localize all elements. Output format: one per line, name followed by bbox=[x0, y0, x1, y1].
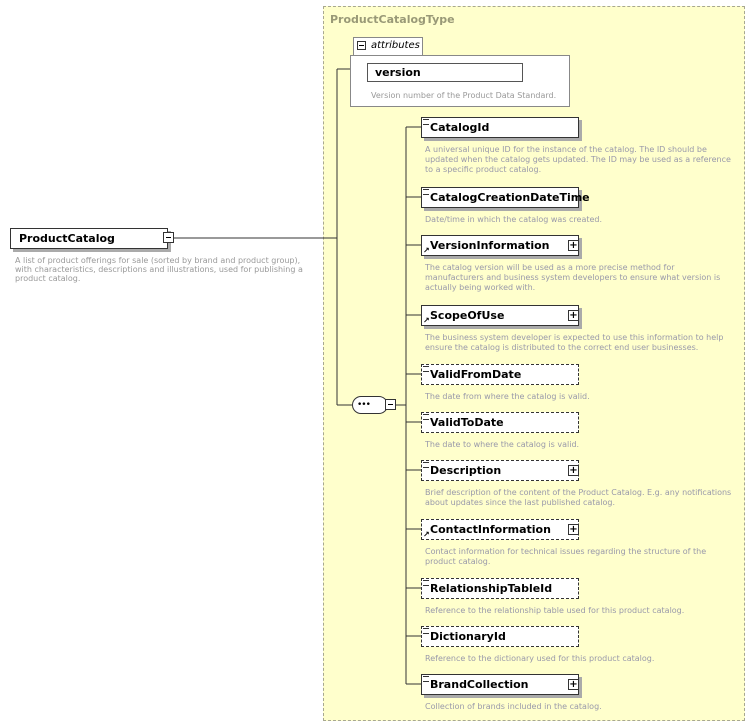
root-element-product-catalog[interactable]: ProductCatalog bbox=[10, 228, 168, 249]
sequence-icon: ••• bbox=[357, 400, 371, 410]
element-name: VersionInformation bbox=[430, 239, 550, 252]
element-description: A universal unique ID for the instance o… bbox=[425, 145, 731, 174]
documentation-icon bbox=[423, 366, 429, 372]
element-catalog-id[interactable]: CatalogId bbox=[421, 117, 579, 138]
element-description: The date to where the catalog is valid. bbox=[425, 440, 580, 449]
collapse-root-icon[interactable] bbox=[163, 232, 174, 243]
collapse-sequence-icon[interactable] bbox=[385, 399, 396, 410]
documentation-icon bbox=[423, 580, 429, 586]
element-description: Reference to the relationship table used… bbox=[425, 606, 685, 615]
reference-arrow-icon: ↗ bbox=[423, 246, 430, 255]
element-description: The catalog version will be used as a mo… bbox=[425, 263, 721, 292]
element-name: ScopeOfUse bbox=[430, 309, 505, 322]
element-contact-information[interactable]: ContactInformation↗ + bbox=[421, 519, 579, 540]
documentation-icon bbox=[423, 414, 429, 420]
attributes-tab bbox=[353, 37, 423, 55]
expand-icon[interactable]: + bbox=[568, 240, 579, 251]
element-description: Reference to the dictionary used for thi… bbox=[425, 654, 655, 663]
expand-icon[interactable]: + bbox=[568, 524, 579, 535]
reference-arrow-icon: ↗ bbox=[423, 530, 430, 539]
element-name: ValidToDate bbox=[430, 416, 504, 429]
complex-type-title: ProductCatalogType bbox=[330, 13, 455, 26]
reference-arrow-icon: ↗ bbox=[423, 316, 430, 325]
element-brand-collection[interactable]: BrandCollection + bbox=[421, 674, 579, 695]
element-name: DictionaryId bbox=[430, 630, 506, 643]
element-catalog-creation-date-time[interactable]: CatalogCreationDateTime bbox=[421, 187, 590, 208]
collapse-attributes-icon[interactable] bbox=[357, 41, 366, 50]
element-dictionary-id[interactable]: DictionaryId bbox=[421, 626, 579, 647]
element-description: The business system developer is expecte… bbox=[425, 333, 724, 352]
element-name: Description bbox=[430, 464, 502, 477]
attribute-version-description: Version number of the Product Data Stand… bbox=[371, 91, 557, 100]
element-name: CatalogId bbox=[430, 121, 490, 134]
documentation-icon bbox=[423, 462, 429, 468]
documentation-icon bbox=[423, 119, 429, 125]
root-element-description: A list of product offerings for sale (so… bbox=[15, 256, 303, 283]
element-description: Contact information for technical issues… bbox=[425, 547, 707, 566]
element-relationship-table-id[interactable]: RelationshipTableId bbox=[421, 578, 579, 599]
element-description: Date/time in which the catalog was creat… bbox=[425, 215, 603, 224]
element-name: CatalogCreationDateTime bbox=[430, 191, 590, 204]
element-name: ValidFromDate bbox=[430, 368, 522, 381]
element-name: BrandCollection bbox=[430, 678, 529, 691]
element-description: The date from where the catalog is valid… bbox=[425, 392, 590, 401]
element-description: Brief description of the content of the … bbox=[425, 488, 732, 507]
expand-icon[interactable]: + bbox=[568, 679, 579, 690]
element-valid-to-date[interactable]: ValidToDate bbox=[421, 412, 579, 433]
expand-icon[interactable]: + bbox=[568, 465, 579, 476]
element-description: Collection of brands included in the cat… bbox=[425, 702, 602, 711]
element-name: ContactInformation bbox=[430, 523, 551, 536]
element-scope-of-use[interactable]: ScopeOfUse↗ + bbox=[421, 305, 579, 326]
attribute-version[interactable]: version bbox=[367, 63, 523, 82]
documentation-icon bbox=[423, 676, 429, 682]
documentation-icon bbox=[423, 189, 429, 195]
attributes-label: attributes bbox=[371, 40, 420, 51]
element-name: RelationshipTableId bbox=[430, 582, 553, 595]
element-description[interactable]: Description + bbox=[421, 460, 579, 481]
expand-icon[interactable]: + bbox=[568, 310, 579, 321]
documentation-icon bbox=[423, 628, 429, 634]
element-valid-from-date[interactable]: ValidFromDate bbox=[421, 364, 579, 385]
element-version-information[interactable]: VersionInformation↗ + bbox=[421, 235, 579, 256]
